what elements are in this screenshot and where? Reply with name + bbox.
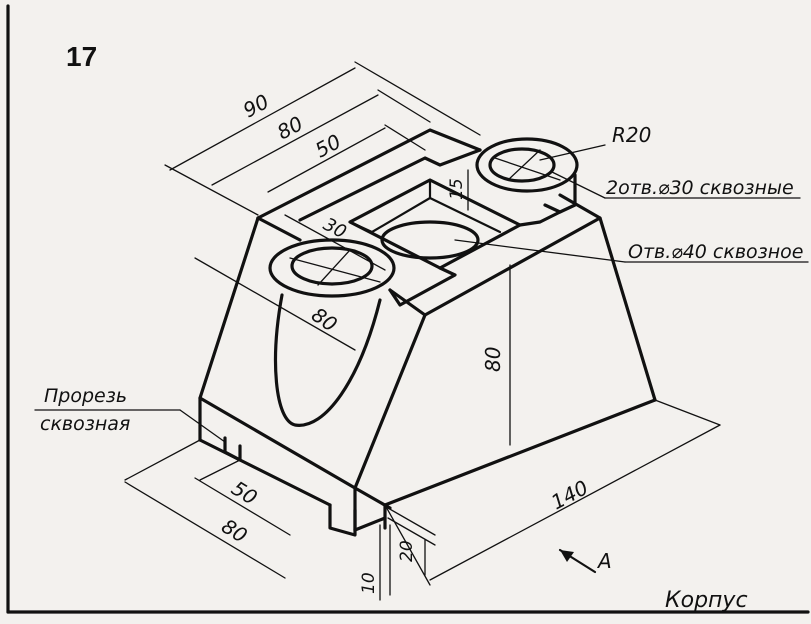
dim-20: 20 — [397, 540, 417, 562]
dim-80-height: 80 — [481, 347, 505, 372]
dim-90: 90 — [239, 89, 273, 122]
dimension-lines — [34, 61, 809, 601]
slot-label-line2: сквозная — [40, 413, 130, 435]
dim-50-bottom: 50 — [227, 476, 261, 510]
view-arrow-label: A — [596, 549, 612, 573]
dim-10: 10 — [359, 572, 379, 594]
dim-15: 15 — [447, 178, 467, 200]
radius-label: R20 — [612, 123, 651, 147]
annotations: 17 R20 2отв.⌀30 сквозные Отв.⌀40 сквозно… — [40, 41, 804, 613]
center-marks — [289, 149, 561, 286]
dim-80-bottom: 80 — [217, 514, 251, 548]
part-title: Корпус — [665, 588, 748, 613]
figure-number: 17 — [66, 41, 97, 72]
slot-label-line1: Прорезь — [44, 385, 127, 407]
dim-140: 140 — [547, 475, 592, 514]
body-outline — [198, 128, 657, 537]
two-holes-label: 2отв.⌀30 сквозные — [606, 177, 794, 199]
sheet-frame — [6, 4, 810, 614]
dim-80-top: 80 — [273, 111, 307, 144]
dim-50-top: 50 — [311, 129, 345, 162]
hole40-label: Отв.⌀40 сквозное — [628, 241, 804, 263]
dim-80-side: 80 — [307, 302, 342, 336]
